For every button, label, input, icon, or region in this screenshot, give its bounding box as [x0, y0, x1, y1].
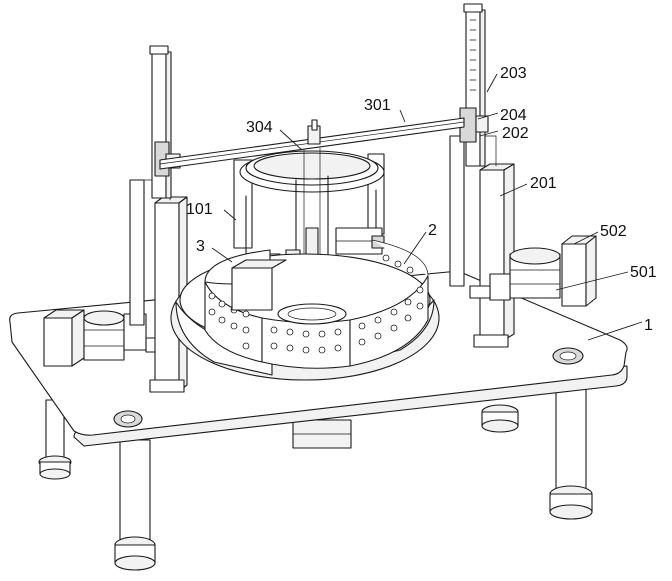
label-201: 201 [530, 175, 557, 192]
rail-scale [469, 19, 477, 91]
rail-right [459, 3, 489, 167]
center-bottom-block [292, 419, 352, 449]
basin [170, 239, 440, 381]
part-labels: 203 301 204 304 202 201 101 2 502 3 501 … [186, 65, 657, 334]
label-501: 501 [630, 264, 657, 281]
label-502: 502 [600, 223, 627, 240]
label-1: 1 [644, 317, 653, 334]
rail-left [149, 45, 181, 199]
label-202: 202 [502, 125, 529, 142]
label-301: 301 [364, 97, 391, 114]
label-2: 2 [428, 222, 437, 239]
leg-back-right [481, 404, 519, 433]
legs [38, 384, 593, 571]
leader-lines [211, 73, 643, 341]
leg-front-right [549, 384, 593, 520]
leg-front-left [114, 439, 156, 571]
label-304: 304 [246, 119, 273, 136]
cross-bar [159, 117, 465, 170]
leg-back-left [38, 399, 72, 480]
ring-holes [208, 254, 424, 354]
label-203: 203 [500, 65, 527, 82]
label-204: 204 [500, 107, 527, 124]
inner-block-3 [231, 259, 287, 311]
perforated-ring [204, 239, 429, 369]
label-3: 3 [196, 238, 205, 255]
motor-right [469, 235, 597, 307]
top-ring [239, 150, 385, 193]
label-101: 101 [186, 201, 213, 218]
